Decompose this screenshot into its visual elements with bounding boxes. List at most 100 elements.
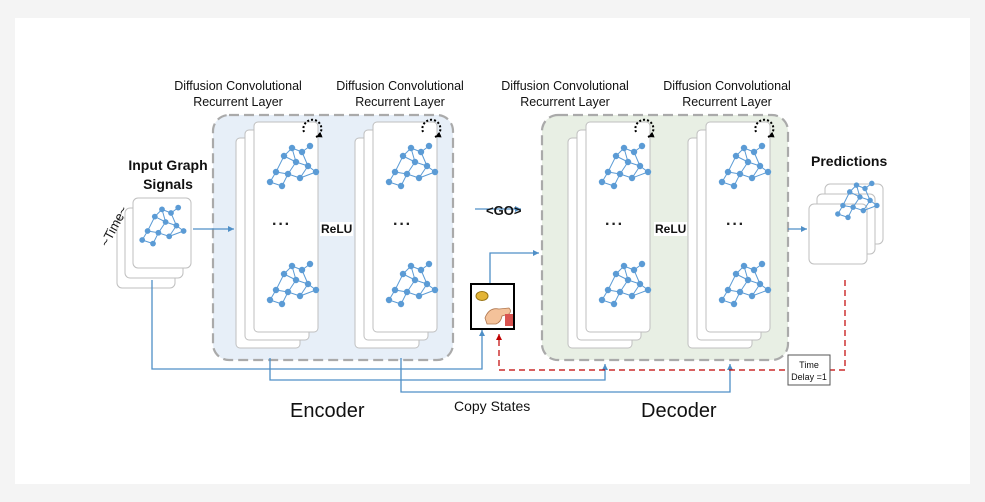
- decoder-layer1-graph-top-node: [638, 142, 646, 150]
- prediction-graph-node: [850, 204, 856, 210]
- decoder-layer1-graph-bottom-node: [616, 288, 624, 296]
- encoder-layer2-graph-top: [385, 142, 439, 190]
- decoder-layer2-graph-bottom-node: [744, 276, 752, 284]
- encoder-layer2-graph-bottom-node: [397, 300, 405, 308]
- encoder-layer1-title-line1: Diffusion Convolutional: [174, 79, 302, 93]
- time-delay-line1: Time: [799, 360, 819, 370]
- encoder-layer2-graph-top-node: [425, 142, 433, 150]
- decoder-layer1-title-line1: Diffusion Convolutional: [501, 79, 629, 93]
- prediction-graph: [835, 180, 880, 221]
- encoder-layer1-graph-top-node: [304, 162, 312, 170]
- copy-states-label: Copy States: [454, 398, 531, 414]
- prediction-graph-node: [853, 182, 860, 188]
- decoder-layer2-graph-bottom-node: [748, 292, 756, 300]
- decoder-layer2-graph-top-node: [736, 170, 744, 178]
- sampler-to-decoder-arrow: [489, 250, 539, 290]
- encoder-layer2-graph-bottom-node: [417, 266, 425, 274]
- input-graph-node: [175, 204, 182, 211]
- encoder-layer1-graph-bottom-node: [280, 270, 288, 278]
- decoder-layer1-graph-bottom-node: [630, 266, 638, 274]
- encoder-layer2-graph-top-node: [431, 168, 439, 176]
- prediction-feedback-arrow: [496, 280, 846, 371]
- decoder-layer1-graph-bottom-node: [644, 286, 652, 294]
- decoder-layer1-graph-top-node: [616, 170, 624, 178]
- decoder-layer2-graph-bottom-node: [730, 300, 738, 308]
- encoder-layer1-graph-bottom-node: [266, 296, 274, 304]
- decoder-layer2-graph-top-node: [730, 182, 738, 190]
- encoder-layer1-graph-top-node: [266, 178, 274, 186]
- encoder-layer2-title-line1: Diffusion Convolutional: [336, 79, 464, 93]
- decoder-relu-label: ReLU: [654, 222, 688, 236]
- decoder-layer1-graph-top-node: [636, 162, 644, 170]
- decoder-layer1-graph-bottom-node: [624, 276, 632, 284]
- decoder-layer2-ellipsis: ···: [726, 216, 745, 233]
- encoder-layer1-graph-top-node: [296, 174, 304, 182]
- decoder-layer2-graph-top-node: [750, 148, 758, 156]
- decoder-layer2-graph-bottom-node: [758, 260, 766, 268]
- encoder-layer1-recurrence-icon: [302, 118, 323, 138]
- encoder-layer1-graph-top-node: [288, 144, 296, 152]
- decoder-layer2-graph-top-node: [740, 144, 748, 152]
- decoder-layer1-graph-bottom-node: [628, 292, 636, 300]
- encoder-layer1-graph-top-node: [292, 158, 300, 166]
- encoder-layer2-graph-top-node: [403, 170, 411, 178]
- decoder-layer2-title-line1: Diffusion Convolutional: [663, 79, 791, 93]
- encoder-layer1-graph-bottom-node: [284, 288, 292, 296]
- time-delay-box: [787, 354, 831, 386]
- encoder-layer1-ellipsis: ···: [272, 216, 291, 233]
- encoder-layer1-title-line2: Recurrent Layer: [193, 95, 283, 109]
- decoder-layer1-graph-bottom-node: [604, 286, 612, 294]
- decoder-layer1-graph-top-node: [628, 174, 636, 182]
- input-graph-node: [173, 222, 180, 229]
- encoder-layer2-graph-bottom-node: [411, 276, 419, 284]
- decoder-layer1-graph-bottom-node: [620, 262, 628, 270]
- encoder-layer2-graph-bottom-node: [425, 260, 433, 268]
- encoder-layer2-graph-bottom-node: [423, 280, 431, 288]
- predictions-label: Predictions: [811, 153, 888, 169]
- decoder-layer1-title: Diffusion Convolutional Recurrent Layer: [480, 78, 650, 110]
- prediction-graph-node: [845, 214, 851, 221]
- encoder-layer1-graph-bottom: [266, 260, 320, 308]
- input-to-sampler-arrow: [151, 280, 485, 370]
- diagram-svg: [116, 113, 884, 393]
- encoder-layer1-graph-bottom-node: [306, 260, 314, 268]
- encoder-layer1-graph-bottom-node: [296, 292, 304, 300]
- encoder-layer2-title-line2: Recurrent Layer: [355, 95, 445, 109]
- input-graph-node: [159, 206, 165, 213]
- encoder-layer1-graph-top-node: [306, 142, 314, 150]
- prediction-graph-node: [869, 180, 875, 187]
- encoder-layer2-title: Diffusion Convolutional Recurrent Layer: [315, 78, 485, 110]
- encoder-layer2-graph-top-node: [415, 174, 423, 182]
- input-label-line2: Signals: [143, 176, 193, 192]
- decoder-layer2-graph-top: [718, 142, 772, 190]
- encoder-layer1-graph-top-node: [280, 152, 288, 160]
- encoder-layer2-ellipsis: ···: [393, 216, 412, 233]
- encoder-layer2-graph-top-node: [397, 182, 405, 190]
- encoder-layer1-graph-top-node: [312, 168, 320, 176]
- decoder-layer1-graph-bottom-node: [638, 260, 646, 268]
- encoder-layer1-graph-bottom-node: [298, 266, 306, 274]
- decoder-layer2-graph-top-node: [724, 168, 732, 176]
- encoder-layer2-graph-top-node: [423, 162, 431, 170]
- decoder-layer2-graph-bottom-node: [724, 286, 732, 294]
- time-delay-line2: Delay =1: [791, 372, 827, 382]
- encoder-layer2-graph-bottom-node: [407, 262, 415, 270]
- encoder-layer1-graph-bottom-node: [272, 286, 280, 294]
- input-card: [132, 197, 192, 269]
- prediction-graph-node: [862, 185, 868, 192]
- decoder-layer1-graph-top-node: [610, 182, 618, 190]
- encoder-layer2-graph-top-node: [391, 168, 399, 176]
- encoder-layer2-graph-top-node: [417, 148, 425, 156]
- decoder-layer1-graph-bottom-node: [636, 280, 644, 288]
- decoder-layer2-graph-bottom-node: [756, 280, 764, 288]
- input-graph-node: [150, 240, 156, 247]
- encoder-layer1-graph-bottom-node: [278, 300, 286, 308]
- decoder-layer1-graph-bottom-node: [612, 270, 620, 278]
- encoder-layer2-graph-bottom: [385, 260, 439, 308]
- decoder-layer1-graph-top-node: [630, 148, 638, 156]
- input-graph-node: [168, 210, 174, 216]
- decoder-layer1-graph-bottom-node: [610, 300, 618, 308]
- encoder-relu-label: ReLU: [320, 222, 354, 236]
- decoder-layer2-graph-bottom-node: [764, 286, 772, 294]
- decoder-layer2-graph-top-node: [758, 142, 766, 150]
